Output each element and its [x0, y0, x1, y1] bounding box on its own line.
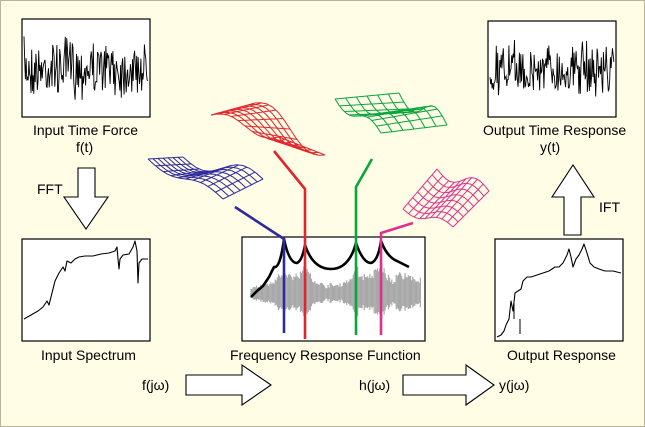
- output-response-label: Output Response: [507, 347, 616, 363]
- mode-shape-3-mesh: [334, 92, 448, 134]
- mode-2-stem: [272, 150, 307, 339]
- h-jw-label: h(jω): [359, 377, 391, 393]
- fft-label: FFT: [37, 181, 63, 197]
- input-spectrum-plot: [21, 238, 151, 342]
- input-spectrum-label: Input Spectrum: [41, 347, 136, 363]
- input-time-force-label: Input Time Force: [33, 122, 139, 138]
- h-to-y-arrow: [402, 363, 495, 407]
- mode-shape-4-mesh: [402, 168, 490, 228]
- output-response-plot: [494, 238, 624, 342]
- mode-shape-2-mesh: [210, 102, 326, 156]
- output-time-response-plot: [487, 20, 617, 118]
- mode-1-stem: [234, 205, 286, 333]
- frequency-response-function-plot: [241, 236, 426, 342]
- fft-arrow: [62, 167, 110, 230]
- frf-phase-fill: [250, 261, 421, 321]
- mode-shape-1-mesh: [147, 156, 264, 200]
- f-to-frf-arrow: [185, 363, 272, 407]
- output-time-response-label: Output Time Response: [483, 122, 627, 138]
- mode-3-stem: [354, 158, 374, 335]
- mode-4-stem: [379, 221, 414, 335]
- input-time-force-plot: [21, 18, 151, 118]
- y-jw-label: y(jω): [499, 377, 530, 393]
- ift-arrow: [550, 163, 596, 236]
- frf-label: Frequency Response Function: [230, 347, 421, 363]
- f-jw-label: f(jω): [142, 377, 170, 393]
- input-time-symbol: f(t): [76, 139, 94, 155]
- ift-label: IFT: [599, 199, 620, 215]
- output-time-symbol: y(t): [540, 139, 561, 155]
